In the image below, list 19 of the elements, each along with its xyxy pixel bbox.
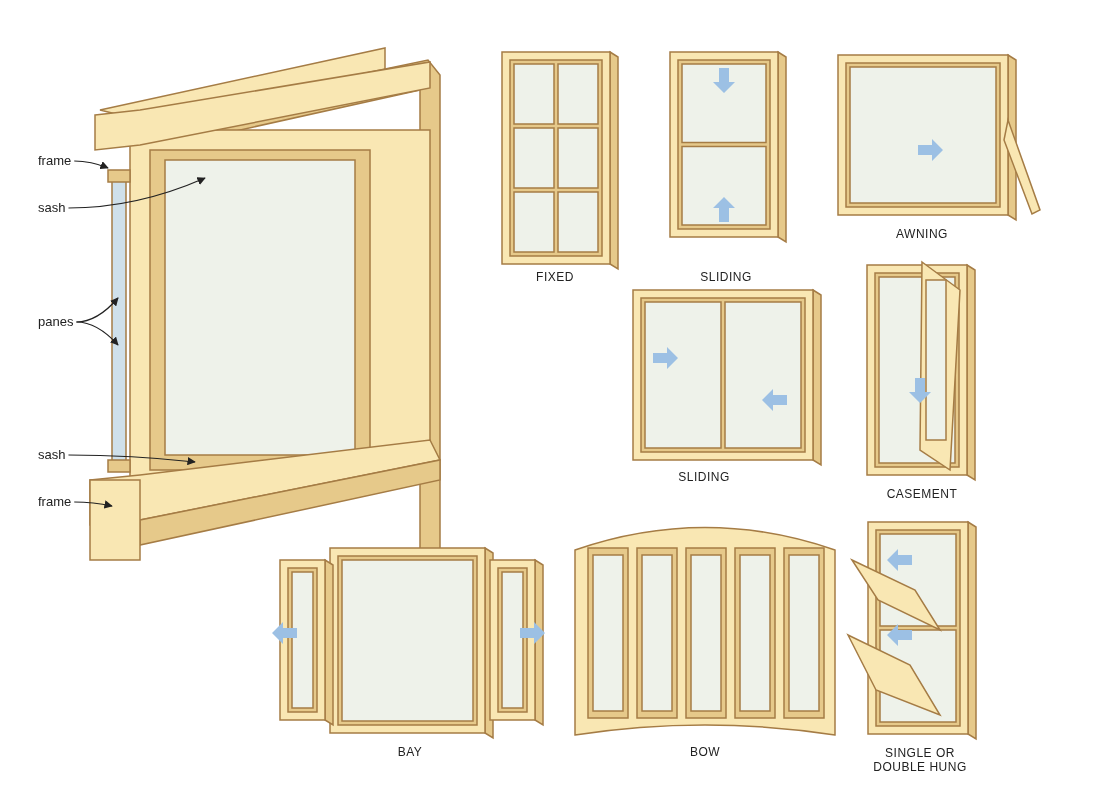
part-label: frame: [38, 494, 72, 510]
leader-line: [67, 177, 206, 209]
window-type-caption: AWNING: [895, 227, 949, 241]
part-label: sash: [38, 447, 66, 463]
window-type-caption: SLIDING: [699, 270, 753, 284]
leader-line: [73, 500, 113, 509]
part-label: frame: [38, 153, 72, 169]
window-type-caption: CASEMENT: [885, 487, 959, 501]
window-type-caption: BAY: [396, 745, 424, 759]
leader-line: [67, 454, 196, 466]
part-label: sash: [38, 200, 66, 216]
leader-line: [75, 321, 119, 346]
window-type-caption: SINGLE OR DOUBLE HUNG: [872, 746, 968, 774]
window-type-caption: BOW: [688, 745, 722, 759]
window-type-caption: FIXED: [535, 270, 575, 284]
leader-line: [75, 297, 119, 323]
window-type-caption: SLIDING: [677, 470, 731, 484]
part-label: panes: [38, 314, 74, 330]
leader-line: [73, 160, 109, 170]
